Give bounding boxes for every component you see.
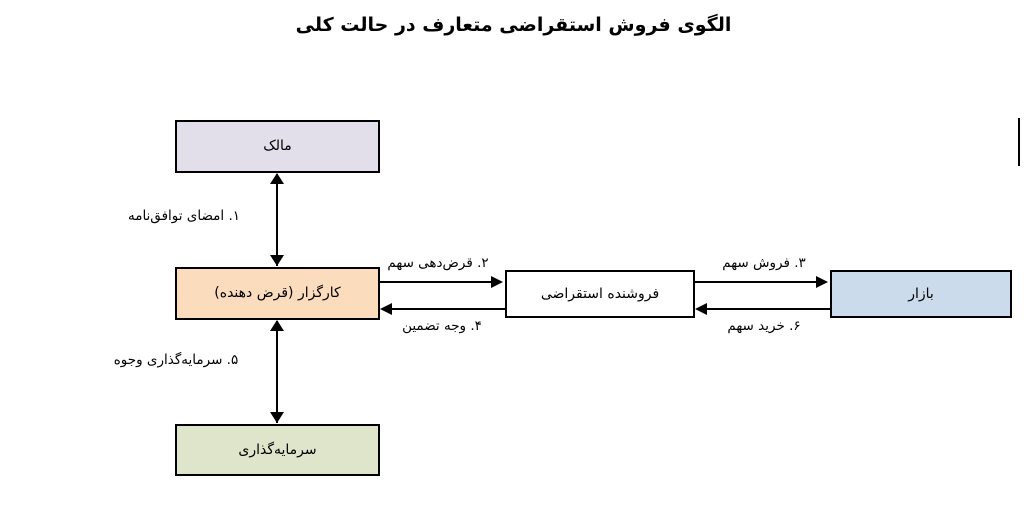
edge-5-line — [276, 321, 278, 423]
node-investment-label: سرمایه‌گذاری — [238, 441, 317, 458]
node-short-seller-label: فروشنده استقراضی — [540, 285, 660, 302]
edge-6-line — [707, 308, 830, 310]
edge-3-arrowhead-right-icon — [816, 276, 828, 288]
edge-4-label: ۴. وجه تضمین — [402, 318, 482, 334]
edge-4-arrowhead-left-icon — [380, 303, 392, 315]
edge-6-arrowhead-left-icon — [695, 303, 707, 315]
edge-5-arrowhead-up-icon — [270, 320, 284, 331]
edge-6-label: ۶. خرید سهم — [727, 318, 801, 334]
edge-2-line — [380, 281, 493, 283]
edge-3-label: ۳. فروش سهم — [722, 255, 806, 271]
node-owner: مالک — [175, 120, 380, 173]
node-market: بازار — [830, 270, 1012, 318]
edge-2-arrowhead-right-icon — [491, 276, 503, 288]
edge-1-line — [276, 174, 278, 266]
node-market-label: بازار — [908, 285, 934, 302]
page-edge-rule — [1018, 118, 1020, 166]
edge-1-label: ۱. امضای توافق‌نامه — [127, 208, 241, 224]
node-broker-lender-label: کارگزار (قرض دهنده) — [214, 285, 341, 302]
edge-4-line — [392, 308, 505, 310]
edge-1-arrowhead-up-icon — [270, 173, 284, 184]
edge-1-arrowhead-down-icon — [270, 255, 284, 266]
node-short-seller: فروشنده استقراضی — [505, 270, 695, 318]
node-owner-label: مالک — [263, 138, 292, 155]
edge-5-arrowhead-down-icon — [270, 412, 284, 423]
edge-3-line — [695, 281, 818, 283]
node-broker-lender: کارگزار (قرض دهنده) — [175, 267, 380, 320]
diagram-title: الگوی فروش استقراضی متعارف در حالت کلی — [295, 14, 732, 36]
edge-5-label: ۵. سرمایه‌گذاری وجوه — [113, 352, 239, 368]
edge-2-label: ۲. قرض‌دهی سهم — [387, 255, 489, 271]
node-investment: سرمایه‌گذاری — [175, 424, 380, 476]
